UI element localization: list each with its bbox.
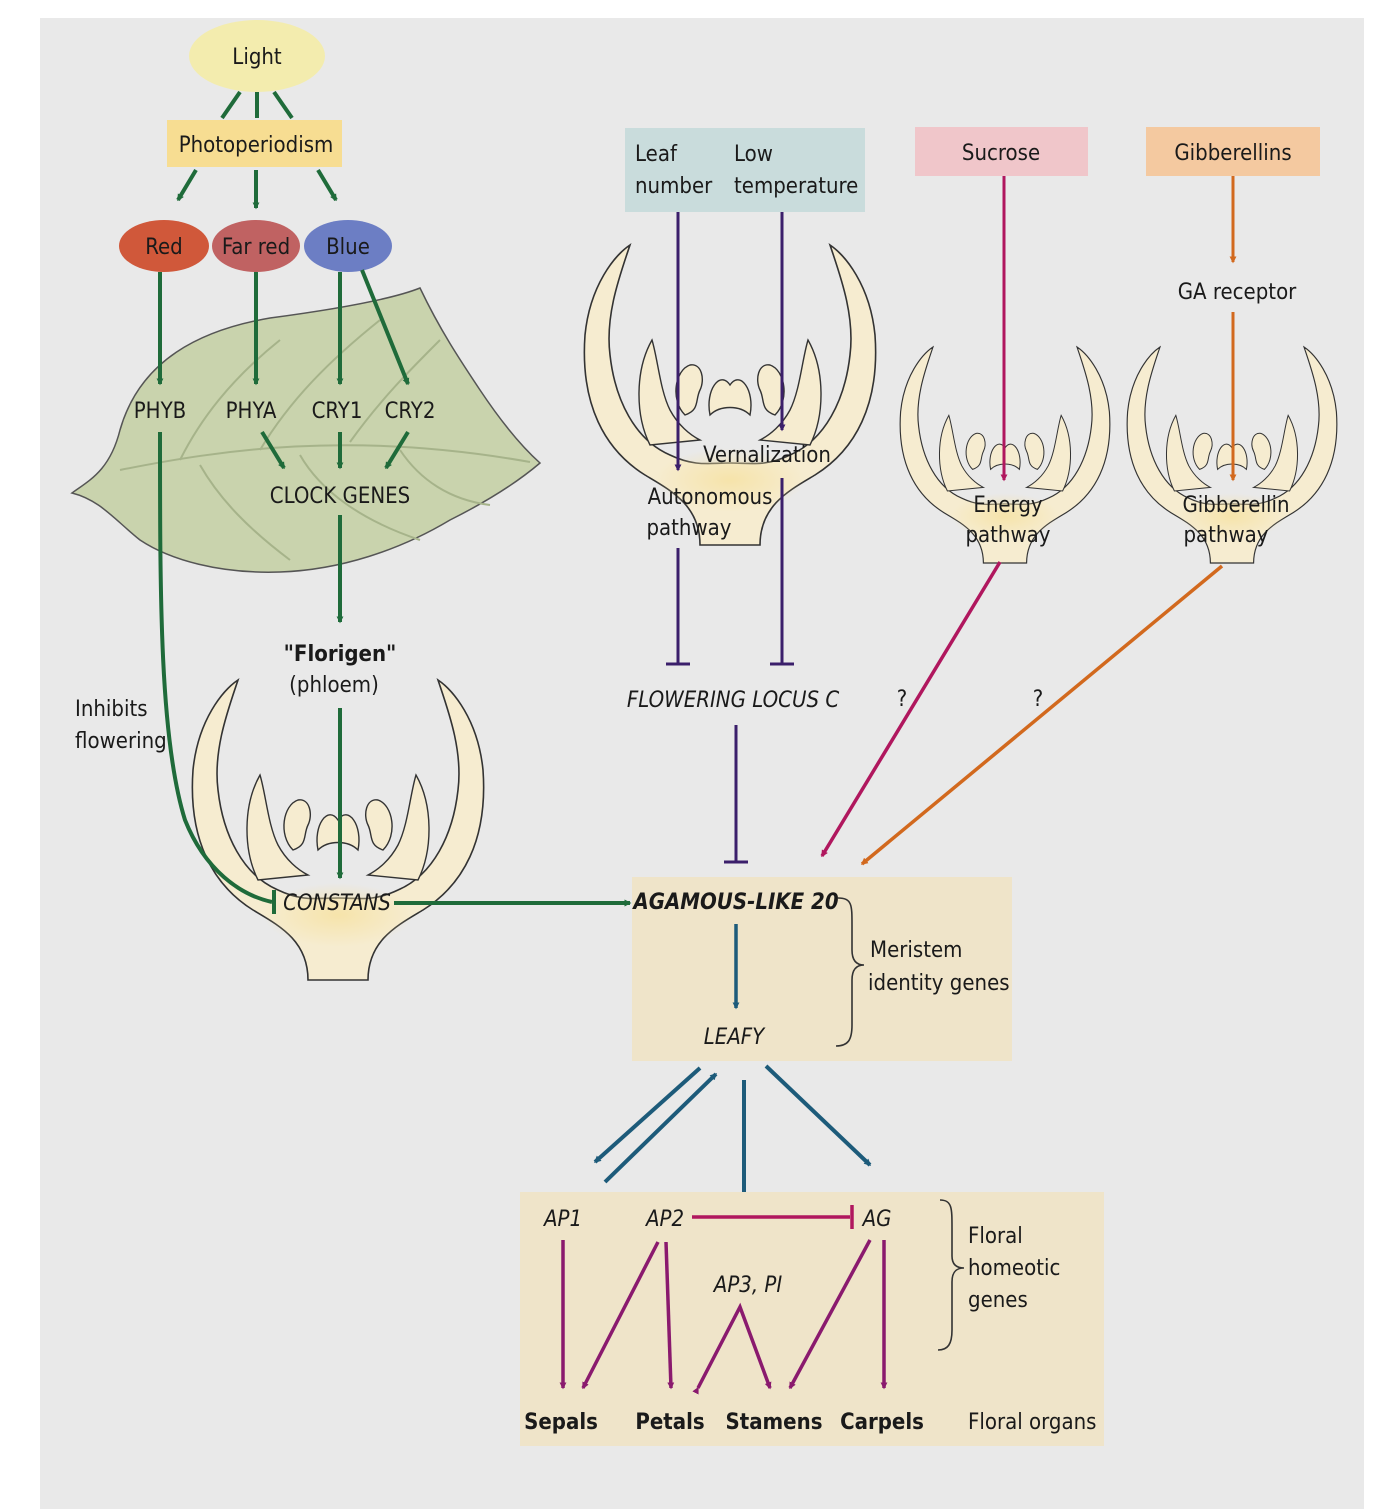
leaf-number-temperature-box [625, 128, 865, 212]
identity-genes-label: identity genes [868, 971, 1010, 996]
temperature-label: temperature [734, 174, 858, 199]
petals-label: Petals [635, 1410, 704, 1435]
low-label: Low [734, 142, 773, 167]
gibberellins-label: Gibberellins [1174, 141, 1291, 166]
sucrose-box [915, 127, 1088, 176]
floral-organs-label: Floral organs [968, 1410, 1096, 1435]
red-label: Red [145, 235, 183, 260]
cry2-label: CRY2 [385, 399, 436, 424]
florigen-label: "Florigen" [284, 642, 397, 667]
genes-label: genes [968, 1288, 1028, 1313]
energy-label: Energy [973, 493, 1043, 518]
energy-question-mark: ? [897, 687, 908, 712]
meristem-identity-box [632, 877, 1012, 1061]
far-red-light-node [212, 220, 300, 272]
stamens-label: Stamens [725, 1410, 822, 1435]
phloem-label: (phloem) [289, 673, 379, 698]
ga-receptor-label: GA receptor [1178, 280, 1297, 305]
agl20-label: AGAMOUS-LIKE 20 [631, 890, 838, 915]
floral-label: Floral [968, 1224, 1023, 1249]
cry1-label: CRY1 [312, 399, 363, 424]
gibberellin-pathway-label: pathway [1183, 523, 1268, 548]
gibberellins-box [1146, 127, 1320, 176]
flc-label: FLOWERING LOCUS C [627, 688, 839, 713]
carpels-label: Carpels [840, 1410, 924, 1435]
red-light-node [119, 220, 209, 272]
autonomous-pathway-label: pathway [646, 516, 731, 541]
homeotic-label: homeotic [968, 1256, 1060, 1281]
leafy-label: LEAFY [704, 1025, 766, 1050]
ap1-label: AP1 [542, 1207, 582, 1232]
vernalization-label: Vernalization [703, 443, 831, 468]
autonomous-label: Autonomous [648, 485, 773, 510]
phya-label: PHYA [226, 399, 277, 424]
ap2-label: AP2 [644, 1207, 684, 1232]
clock-genes-label: CLOCK GENES [270, 484, 410, 509]
far-red-label: Far red [222, 235, 290, 260]
light-node [189, 20, 325, 92]
floral-homeotic-brace [937, 1199, 965, 1351]
flowering-label: flowering [75, 729, 167, 754]
number-label: number [635, 174, 713, 199]
inhibits-label: Inhibits [75, 697, 148, 722]
phyb-label: PHYB [134, 399, 187, 424]
constans-label: CONSTANS [283, 891, 391, 916]
ag-label: AG [861, 1207, 892, 1232]
photoperiodism-box [167, 120, 342, 167]
meristem-label: Meristem [870, 938, 962, 963]
energy-pathway-label: pathway [965, 523, 1050, 548]
leaf-label: Leaf [635, 142, 678, 167]
gibberellin-label: Gibberellin [1182, 493, 1289, 518]
blue-light-node [304, 220, 392, 272]
photoperiodism-label: Photoperiodism [179, 133, 334, 158]
ap3-pi-label: AP3, PI [712, 1273, 783, 1298]
sucrose-label: Sucrose [962, 141, 1040, 166]
meristem-brace [835, 897, 865, 1047]
leaf-illustration [70, 287, 542, 573]
gibberellin-question-mark: ? [1033, 687, 1044, 712]
light-label: Light [232, 45, 282, 70]
sepals-label: Sepals [524, 1410, 598, 1435]
blue-label: Blue [326, 235, 370, 260]
